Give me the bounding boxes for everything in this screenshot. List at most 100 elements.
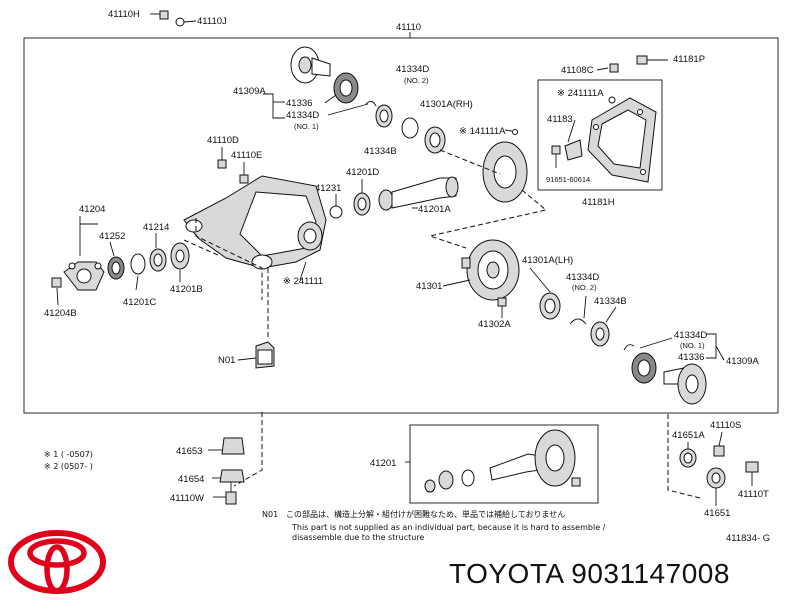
bolt-41110T bbox=[745, 461, 759, 486]
label-41252: 41252 bbox=[99, 231, 125, 242]
snap-ring-41334D-bot bbox=[569, 318, 587, 325]
label-41181H: 41181H bbox=[582, 197, 615, 208]
oil-seal-41252 bbox=[107, 256, 125, 280]
label-no1-top: (NO. 1) bbox=[294, 122, 319, 131]
label-41110: 41110 bbox=[396, 22, 421, 33]
mount-cushion-41654 bbox=[219, 469, 245, 483]
bearing-41201C bbox=[149, 248, 167, 272]
label-no1-bot: (NO. 1) bbox=[680, 341, 705, 350]
bearing-41201D bbox=[353, 192, 371, 216]
label-no2-top: (NO. 2) bbox=[404, 76, 429, 85]
label-41334D-no1-top: 41334D bbox=[286, 110, 319, 121]
side-bearing-41301A-LH bbox=[539, 292, 561, 320]
note-range2: ※ 2 (0507- ) bbox=[44, 462, 93, 471]
label-41110H: 41110H bbox=[108, 9, 140, 20]
label-141111A: ※ 141111A bbox=[459, 126, 506, 137]
differential-carrier-housing bbox=[183, 175, 327, 270]
label-41181P: 41181P bbox=[673, 54, 705, 65]
vent-plug-N01 bbox=[255, 341, 275, 369]
nut-41204B bbox=[51, 277, 62, 288]
label-41309A-bot: 41309A bbox=[726, 356, 759, 367]
label-41201D: 41201D bbox=[346, 167, 379, 178]
label-41651: 41651 bbox=[704, 508, 730, 519]
label-no2-bot: (NO. 2) bbox=[572, 283, 597, 292]
label-41110J: 41110J bbox=[197, 16, 227, 27]
bearing-41201B bbox=[170, 242, 190, 270]
ring-gear-41201A bbox=[482, 141, 528, 203]
ring-pinion-detail-frame bbox=[409, 424, 599, 504]
nut-41110D bbox=[217, 159, 227, 169]
toyota-logo bbox=[8, 530, 106, 594]
label-41334B-bot: 41334B bbox=[594, 296, 627, 307]
label-41301A-RH: 41301A(RH) bbox=[420, 99, 473, 110]
bolt-41181P bbox=[636, 55, 668, 65]
ring-41334D-no2 bbox=[401, 117, 419, 139]
label-241111A: ※ 241111A bbox=[557, 88, 604, 99]
assembly-frame bbox=[23, 37, 779, 414]
oil-seal-41336-bot bbox=[631, 352, 657, 384]
side-bearing-41301A-RH bbox=[424, 126, 446, 154]
bushing-41651 bbox=[706, 467, 726, 489]
label-41201C: 41201C bbox=[123, 297, 156, 308]
label-41204B: 41204B bbox=[44, 308, 77, 319]
label-411834-G: 411834- G bbox=[726, 533, 770, 544]
mount-cushion-41653 bbox=[221, 437, 245, 455]
bolt-41302A bbox=[497, 297, 507, 318]
label-41654: 41654 bbox=[178, 474, 204, 485]
label-41183: 41183 bbox=[547, 114, 573, 125]
label-41309A-top: 41309A bbox=[233, 86, 266, 97]
note-range1: ※ 1 ( -0507) bbox=[44, 450, 93, 459]
deflector-41214 bbox=[130, 253, 146, 275]
companion-flange-41309A-top bbox=[290, 46, 331, 84]
drive-pinion-41201A bbox=[378, 176, 459, 211]
label-41336-bot: 41336 bbox=[678, 352, 704, 363]
label-41302A: 41302A bbox=[478, 319, 511, 330]
label-41201B: 41201B bbox=[170, 284, 203, 295]
nut-41110S bbox=[713, 445, 725, 457]
spacer-41231 bbox=[329, 205, 343, 219]
label-41201: 41201 bbox=[370, 458, 396, 469]
label-41110W: 41110W bbox=[170, 493, 204, 504]
bolt-91651 bbox=[551, 145, 561, 168]
label-41334B-top: 41334B bbox=[364, 146, 397, 157]
bearing-41334B-top bbox=[375, 104, 393, 128]
label-41336-top: 41336 bbox=[286, 98, 312, 109]
companion-flange-41309A-bot bbox=[663, 363, 707, 405]
note-n01-prefix: N01 bbox=[262, 510, 278, 519]
note-n01-japanese: この部品は、構造上分解・組付けが困難なため、単品では補給しておりません bbox=[286, 509, 565, 519]
label-41651A: 41651A bbox=[672, 430, 705, 441]
brand-caption: TOYOTA 9031147008 bbox=[449, 558, 730, 589]
label-N01: N01 bbox=[218, 355, 235, 366]
plug-41108C bbox=[609, 63, 619, 73]
label-41334D-no1-bot: 41334D bbox=[674, 330, 707, 341]
label-241111: ※ 241111 bbox=[283, 276, 323, 287]
breather-41183 bbox=[564, 139, 583, 161]
bearing-41334B-bot bbox=[590, 321, 610, 347]
washer-141111A bbox=[512, 129, 518, 135]
label-41110D: 41110D bbox=[207, 135, 239, 146]
bushing-41651A bbox=[679, 448, 697, 468]
cover-detail-frame bbox=[537, 79, 663, 191]
label-41214: 41214 bbox=[143, 222, 169, 233]
label-41334D-no2-top: 41334D bbox=[396, 64, 429, 75]
companion-flange-41204 bbox=[63, 261, 105, 291]
label-41334D-no2-bot: 41334D bbox=[566, 272, 599, 283]
snap-ring-41334D-no1-bot bbox=[623, 344, 635, 351]
bolt-41110W bbox=[225, 482, 237, 505]
washer-41110E bbox=[239, 174, 249, 184]
label-41653: 41653 bbox=[176, 446, 202, 457]
label-41301: 41301 bbox=[416, 281, 442, 292]
label-41201A: 41201A bbox=[418, 204, 451, 215]
snap-ring-41334D-top bbox=[365, 101, 377, 107]
label-41110S: 41110S bbox=[710, 420, 741, 431]
label-41108C: 41108C bbox=[561, 65, 594, 76]
note-n01-english-line2: disassemble due to the structure bbox=[292, 533, 424, 542]
label-41204: 41204 bbox=[79, 204, 105, 215]
label-41110T: 41110T bbox=[738, 489, 769, 500]
bolt-41110H bbox=[150, 10, 197, 27]
ring-pinion-set-41201 bbox=[424, 429, 581, 493]
washer-241111A bbox=[608, 96, 616, 104]
note-n01-english-line1: This part is not supplied as an individu… bbox=[291, 523, 606, 532]
label-91651-60614: 91651-60614 bbox=[546, 175, 590, 184]
